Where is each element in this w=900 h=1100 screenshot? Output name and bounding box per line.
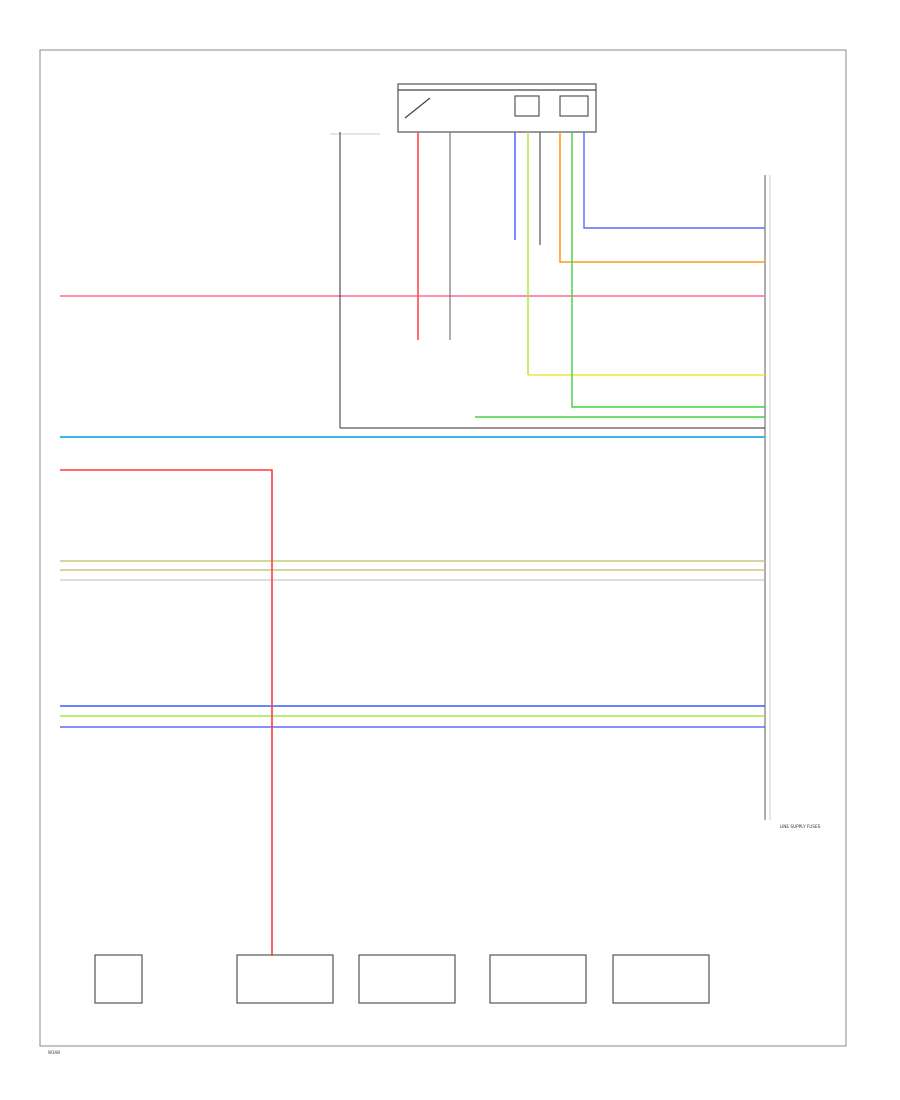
vertical-wires <box>339 132 765 428</box>
component-boxes <box>94 954 710 1004</box>
top-relay-module <box>330 83 597 135</box>
diagram-frame <box>39 49 847 1047</box>
main-ecu-label: LINE SUPPLY FUSES <box>780 824 821 829</box>
page-code: W3AB <box>48 1050 60 1055</box>
right-connector-strip <box>764 175 771 820</box>
horizontal-wires <box>60 295 765 728</box>
wire-red-long <box>60 469 273 955</box>
